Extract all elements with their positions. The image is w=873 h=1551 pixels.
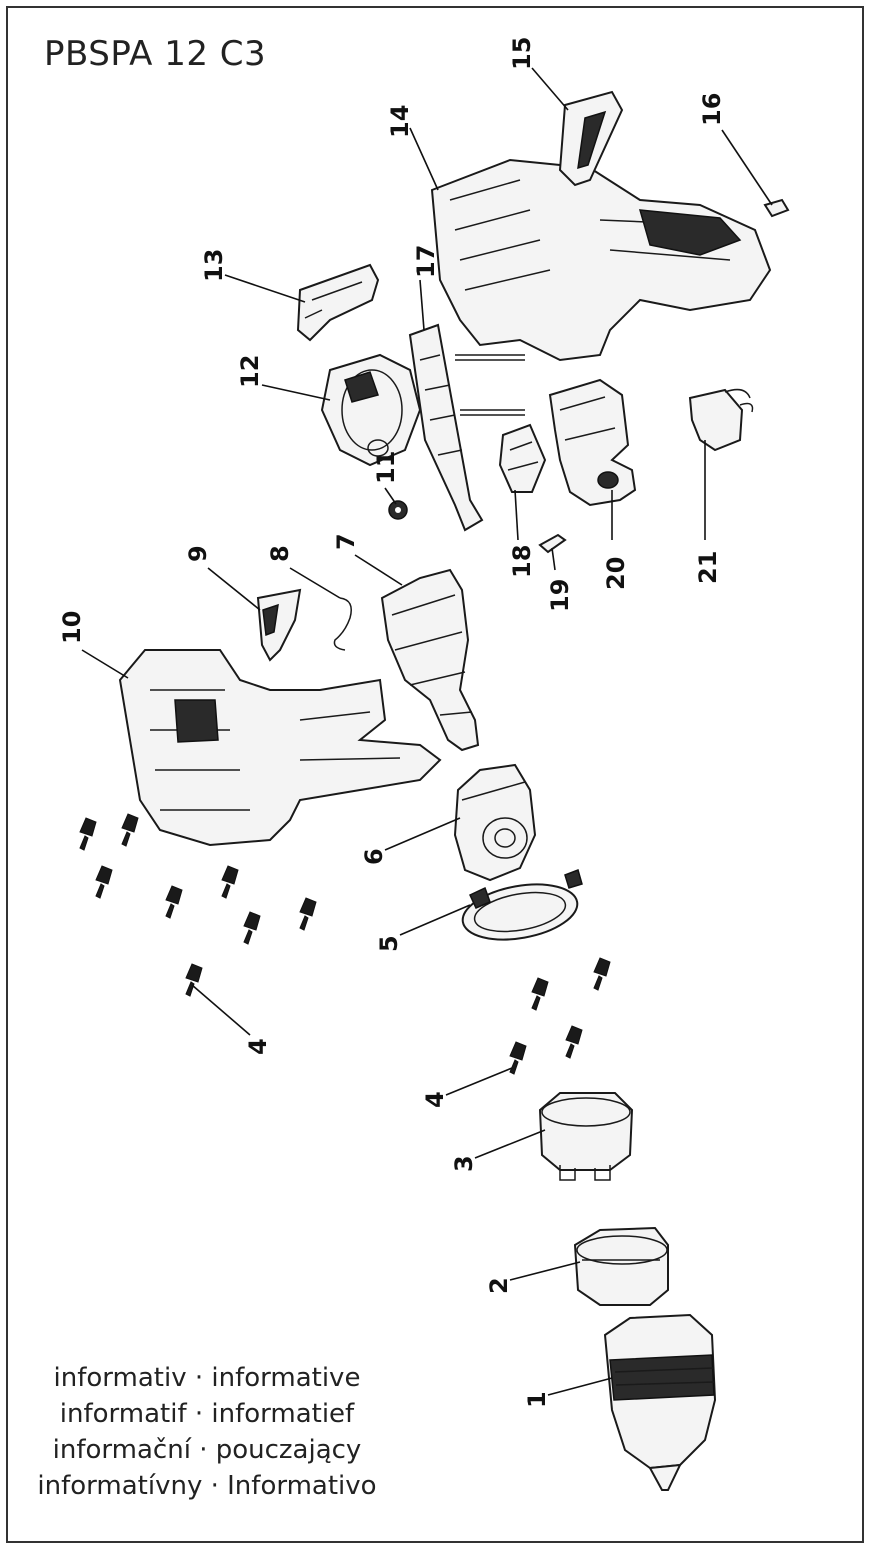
- part-label-8: 8: [266, 545, 294, 562]
- part-label-15: 15: [508, 37, 536, 70]
- part-label-3: 3: [450, 1155, 478, 1172]
- part-label-6: 6: [360, 848, 388, 865]
- part-9-switch-cover: [256, 588, 302, 662]
- part-14-housing-right: [430, 158, 772, 362]
- part-label-13: 13: [200, 249, 228, 282]
- part-13-bracket: [296, 263, 380, 342]
- part-21-led-pcb: [688, 388, 754, 452]
- legend-line-1: informativ · informative: [53, 1363, 361, 1393]
- legend-line-2: informatif · informatief: [59, 1399, 355, 1429]
- part-5-clutch-ring: [461, 869, 583, 941]
- part-label-16: 16: [698, 93, 726, 126]
- part-12-motor: [320, 353, 422, 467]
- part-8-wire-spring: [333, 597, 352, 651]
- part-11-pinion: [388, 500, 408, 520]
- part-2-chuck-sleeve: [573, 1226, 669, 1306]
- part-16-clip: [763, 198, 790, 218]
- part-label-11: 11: [372, 451, 400, 484]
- part-label-12: 12: [236, 355, 264, 388]
- diagram-frame: [6, 6, 864, 1543]
- part-3-collar: [538, 1092, 634, 1181]
- screws-group-left: [79, 813, 317, 997]
- part-20-connector-block: [548, 378, 637, 507]
- part-19-spring-plate: [538, 533, 567, 554]
- part-6-gear-ring: [453, 763, 537, 882]
- part-label-10: 10: [58, 611, 86, 644]
- part-label-14: 14: [386, 105, 414, 138]
- part-1-chuck: [603, 1313, 717, 1491]
- part-label-20: 20: [602, 557, 630, 590]
- part-18-switch: [498, 423, 547, 493]
- part-15-cover-plate: [558, 90, 624, 187]
- legend-line-3: informační · pouczający: [52, 1435, 362, 1465]
- part-label-1: 1: [523, 1391, 551, 1408]
- part-label-18: 18: [508, 545, 536, 578]
- part-label-21: 21: [694, 551, 722, 584]
- part-label-19: 19: [546, 579, 574, 612]
- part-label-4-left: 4: [244, 1038, 272, 1055]
- part-17-circuit-board: [408, 323, 525, 532]
- part-label-17: 17: [412, 245, 440, 278]
- informative-legend: informativ · informative informatif · in…: [22, 1360, 392, 1504]
- part-label-9: 9: [184, 545, 212, 562]
- screws-group-front: [509, 957, 611, 1075]
- part-7-gearbox: [380, 568, 480, 752]
- part-label-2: 2: [485, 1277, 513, 1294]
- leader-lines: [81, 67, 773, 1396]
- part-label-4-front: 4: [421, 1091, 449, 1108]
- model-title: PBSPA 12 C3: [44, 34, 267, 74]
- part-label-7: 7: [332, 533, 360, 550]
- legend-line-4: informatívny · Informativo: [37, 1471, 377, 1501]
- part-label-5: 5: [375, 935, 403, 952]
- part-10-housing-left: [118, 649, 442, 847]
